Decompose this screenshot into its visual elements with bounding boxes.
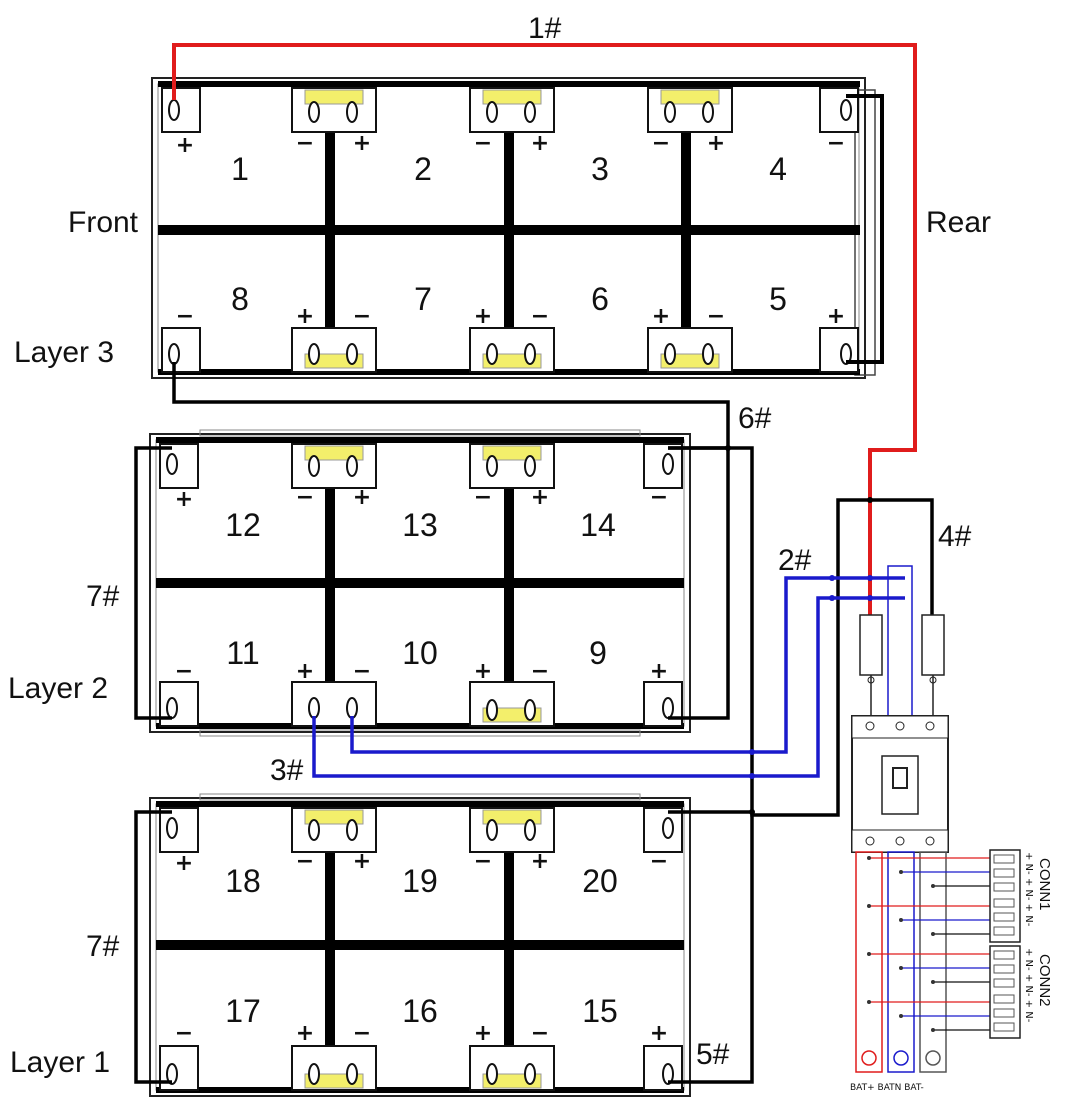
svg-text:+: + <box>474 304 492 329</box>
svg-text:+: + <box>353 485 371 510</box>
cable-7-layer-1 <box>134 810 172 1084</box>
busbar-labels: BAT+ BATN BAT- <box>850 1083 924 1093</box>
layer-2-battery-tray: + − + − + − − + − + − + 12 13 14 11 10 9 <box>149 429 691 737</box>
cable-7-layer-1-label: 7# <box>86 930 120 963</box>
cell-11-label: 11 <box>226 635 259 671</box>
svg-text:−: − <box>474 485 492 510</box>
cell-7-label: 7 <box>414 281 432 317</box>
svg-text:+: + <box>474 659 492 684</box>
cell-6-label: 6 <box>591 281 609 317</box>
cell-3-label: 3 <box>591 151 609 187</box>
conn1-pin-labels: + N- + N- + N- <box>1023 852 1034 927</box>
fuse-negative <box>921 614 945 676</box>
svg-text:+: + <box>707 131 725 156</box>
cable-4-label: 4# <box>938 520 972 553</box>
svg-text:−: − <box>474 131 492 156</box>
conn2-pin-labels: + N- + N- + N- <box>1023 948 1034 1023</box>
cell-1-label: 1 <box>231 151 249 187</box>
svg-text:−: − <box>650 849 668 874</box>
cell-14-label: 14 <box>580 507 616 543</box>
cell-4-label: 4 <box>769 151 787 187</box>
svg-text:−: − <box>353 659 371 684</box>
layer-1-battery-tray: + − + − + − − + − + − + 18 19 20 17 16 1… <box>149 793 691 1097</box>
svg-text:+: + <box>474 1021 492 1046</box>
layer-1-label: Layer 1 <box>10 1046 110 1079</box>
cell-12-label: 12 <box>225 507 261 543</box>
cell-20-label: 20 <box>582 863 618 899</box>
cable-2-label: 2# <box>778 544 812 577</box>
cable-7-layer-2 <box>134 446 172 720</box>
svg-text:−: − <box>531 1021 549 1046</box>
cable-1-label: 1# <box>528 12 562 45</box>
cell-2-label: 2 <box>414 151 432 187</box>
cell-10-label: 10 <box>402 635 438 671</box>
cable-3-label: 3# <box>270 754 304 787</box>
cell-15-label: 15 <box>582 993 618 1029</box>
conn2-label: CONN2 <box>1036 954 1053 1007</box>
busbar-bat-minus <box>919 851 947 1073</box>
cell-18-label: 18 <box>225 863 261 899</box>
breaker-assembly: + N- + N- + N- + N- + N- + N- CONN1 CONN… <box>850 565 1053 1093</box>
layer-2-label: Layer 2 <box>8 672 108 705</box>
svg-text:+: + <box>175 851 193 876</box>
svg-text:+: + <box>296 304 314 329</box>
svg-text:+: + <box>296 659 314 684</box>
svg-text:−: − <box>296 485 314 510</box>
svg-text:+: + <box>650 1021 668 1046</box>
svg-text:−: − <box>176 304 194 329</box>
cell-13-label: 13 <box>402 507 438 543</box>
svg-text:−: − <box>707 304 725 329</box>
svg-text:−: − <box>827 131 845 156</box>
svg-text:−: − <box>531 659 549 684</box>
front-label: Front <box>68 206 139 239</box>
svg-text:−: − <box>650 485 668 510</box>
cable-5 <box>668 810 754 1084</box>
svg-text:−: − <box>353 304 371 329</box>
svg-text:−: − <box>296 849 314 874</box>
cable-5-label: 5# <box>696 1038 730 1071</box>
cell-19-label: 19 <box>402 863 438 899</box>
cell-16-label: 16 <box>402 993 438 1029</box>
cable-7-layer-2-label: 7# <box>86 580 120 613</box>
rear-label: Rear <box>926 206 991 239</box>
fuse-positive <box>859 614 883 676</box>
cell-5-label: 5 <box>769 281 787 317</box>
svg-text:+: + <box>531 131 549 156</box>
cable-2-neutral <box>350 576 905 754</box>
busbar-bat-plus <box>855 851 883 1073</box>
svg-text:+: + <box>353 849 371 874</box>
svg-text:−: − <box>531 304 549 329</box>
svg-text:+: + <box>531 849 549 874</box>
cell-17-label: 17 <box>225 993 261 1029</box>
svg-text:−: − <box>296 131 314 156</box>
cell-8-label: 8 <box>231 281 249 317</box>
svg-text:−: − <box>175 1021 193 1046</box>
busbar-batn <box>887 851 915 1073</box>
layer-3-label: Layer 3 <box>14 336 114 369</box>
svg-text:+: + <box>827 304 845 329</box>
cell-9-label: 9 <box>589 635 607 671</box>
layer-3-battery-tray: + − + − + − + − − + − + − + − + 1 2 3 4 … <box>151 77 876 379</box>
cable-4-negative <box>668 446 934 817</box>
svg-text:−: − <box>353 1021 371 1046</box>
breaker-switch-handle[interactable] <box>892 767 908 789</box>
svg-text:−: − <box>652 131 670 156</box>
svg-text:+: + <box>353 131 371 156</box>
svg-text:+: + <box>531 485 549 510</box>
svg-text:+: + <box>652 304 670 329</box>
svg-text:+: + <box>175 487 193 512</box>
cable-3-neutral <box>312 596 905 778</box>
svg-text:+: + <box>176 133 194 158</box>
svg-text:+: + <box>296 1021 314 1046</box>
layer-3-rear-jumper <box>846 94 884 364</box>
cable-1-positive <box>172 43 917 625</box>
svg-text:−: − <box>474 849 492 874</box>
svg-text:−: − <box>175 659 193 684</box>
cable-6-label: 6# <box>738 402 772 435</box>
conn1-label: CONN1 <box>1036 858 1053 911</box>
layer-2-rear-jumper <box>668 448 730 720</box>
svg-text:+: + <box>650 659 668 684</box>
